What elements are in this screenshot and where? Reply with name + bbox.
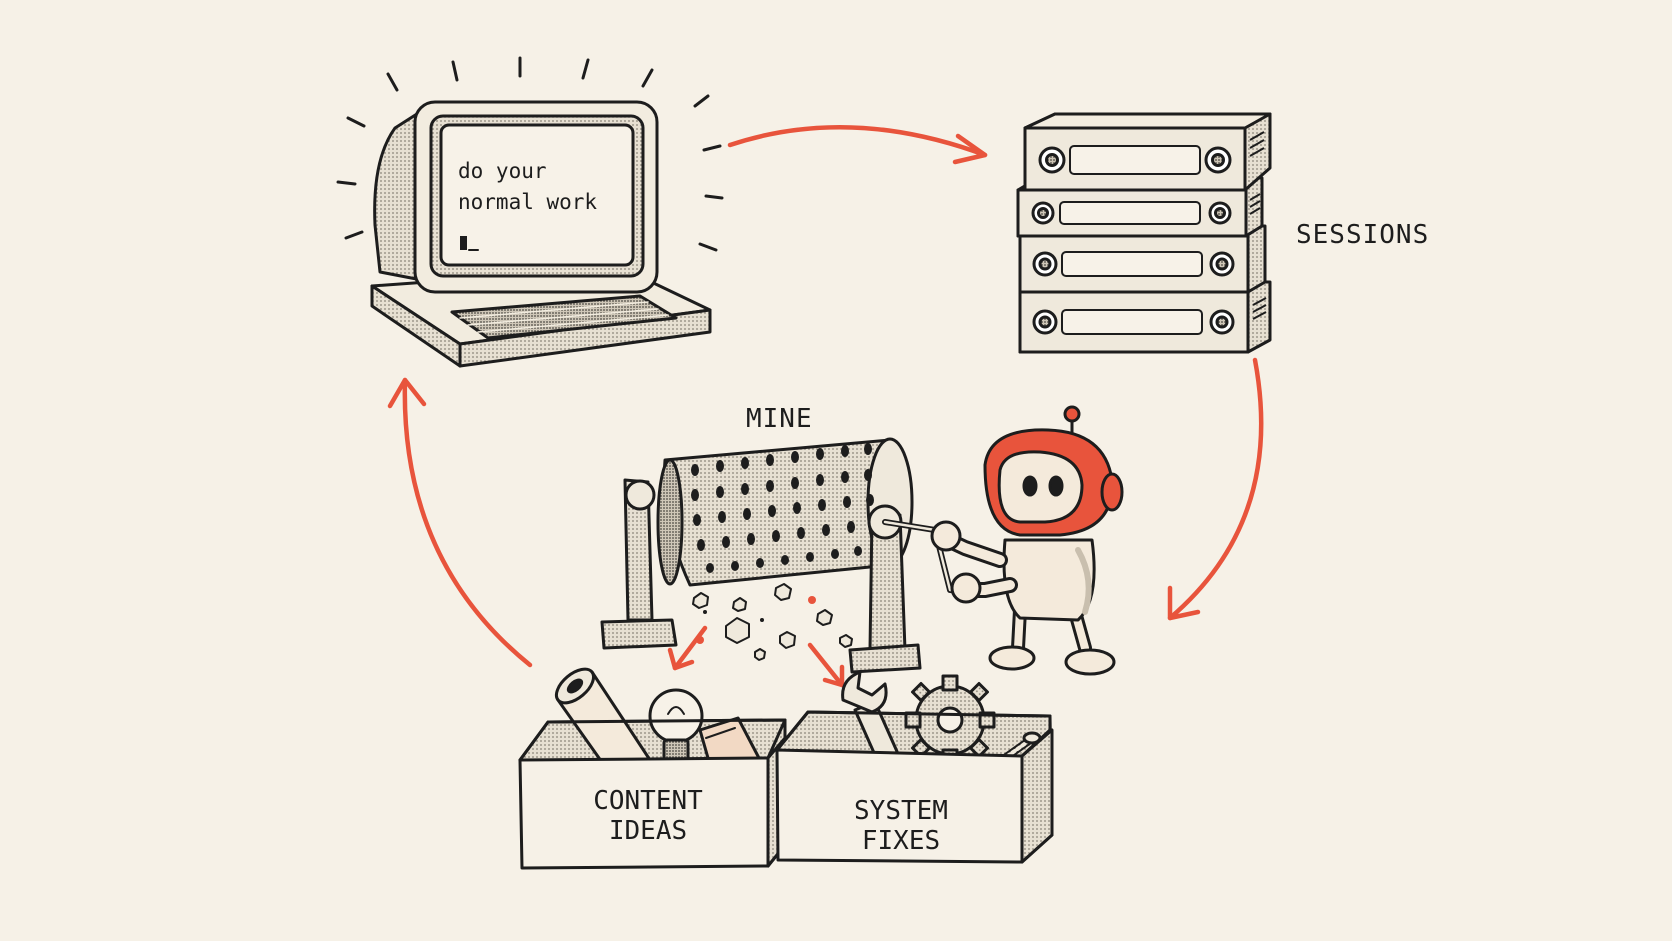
system-fixes-line-2: FIXES	[861, 826, 941, 856]
gear-icon	[904, 674, 996, 766]
arrow-drum-to-fixes	[807, 642, 845, 688]
system-fixes-bin	[775, 670, 1054, 864]
arrow-drum-to-content	[667, 625, 708, 671]
arrow-computer-to-sessions	[727, 125, 988, 165]
mining-drum-icon	[600, 437, 978, 674]
screen-line-1: do your	[458, 159, 547, 183]
lightbulb-icon	[648, 688, 704, 762]
server-stack-icon	[1016, 112, 1272, 354]
server-unit-3	[1018, 224, 1267, 294]
server-unit-4	[1018, 280, 1272, 354]
server-unit-1	[1023, 112, 1272, 192]
content-ideas-line-1: CONTENT	[593, 786, 703, 816]
sessions-label: SESSIONS	[1296, 220, 1430, 250]
arrow-bins-to-computer	[387, 377, 533, 668]
content-ideas-bin	[518, 667, 787, 870]
content-ideas-label: CONTENT IDEAS	[530, 786, 766, 846]
screen-line-2: normal work	[458, 190, 598, 214]
glow-lines	[336, 56, 724, 252]
content-ideas-line-2: IDEAS	[608, 816, 688, 846]
crystal-particles	[692, 583, 853, 661]
server-unit-2	[1016, 176, 1264, 238]
robot-icon	[930, 405, 1124, 676]
mine-label: MINE	[746, 404, 813, 434]
system-fixes-line-1: SYSTEM	[854, 796, 948, 826]
retro-computer-icon	[336, 56, 724, 368]
system-fixes-label: SYSTEM FIXES	[782, 796, 1020, 856]
cursor-block	[460, 236, 467, 250]
arrow-sessions-to-robot	[1167, 357, 1264, 621]
cycle-arrows	[387, 125, 1264, 688]
